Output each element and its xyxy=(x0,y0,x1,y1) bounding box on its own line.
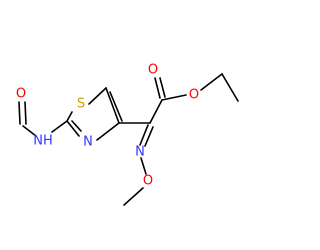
bond-formyl-c-o-2 xyxy=(24,101,27,125)
bond-n-c2-2 xyxy=(71,120,82,132)
bond-calpha-noxime-2 xyxy=(144,126,154,147)
bond-carbonyl-o-2 xyxy=(159,77,166,98)
bond-calpha-noxime-1 xyxy=(139,124,149,146)
atom-o-methoxy: O xyxy=(143,174,153,189)
bond-ccarbonyl-oester xyxy=(161,94,187,101)
bond-nh-c2 xyxy=(51,120,68,133)
bond-ch2-ch3 xyxy=(221,73,239,102)
atom-nh: NH xyxy=(33,134,53,149)
bond-c5-c4-1 xyxy=(105,87,120,124)
bond-carbonyl-o-1 xyxy=(154,77,161,99)
bond-c5-c4-2 xyxy=(109,91,123,122)
atom-o-formyl: O xyxy=(16,87,26,102)
bond-formyl-c-nh xyxy=(22,125,37,137)
atom-s-ring: S xyxy=(77,97,85,112)
bond-noxime-omethoxy xyxy=(140,157,147,175)
bond-c4-n xyxy=(96,122,120,141)
bond-c2-s xyxy=(66,111,73,122)
bond-oester-ch2 xyxy=(200,73,223,91)
bond-n-c2-1 xyxy=(66,120,80,137)
bond-formyl-c-o-1 xyxy=(18,101,21,125)
atom-o-ester: O xyxy=(189,88,199,103)
atom-n-ring: N xyxy=(83,135,93,150)
molecule-structure: O NH S N O O N O xyxy=(16,63,239,206)
atom-o-carbonyl: O xyxy=(148,63,158,78)
atom-n-oxime: N xyxy=(135,145,145,160)
bond-calpha-ccarbonyl xyxy=(149,99,163,124)
molecule-diagram: O NH S N O O N O xyxy=(16,63,239,206)
bond-s-c5 xyxy=(88,87,107,105)
bond-omethoxy-ch3 xyxy=(123,187,144,206)
